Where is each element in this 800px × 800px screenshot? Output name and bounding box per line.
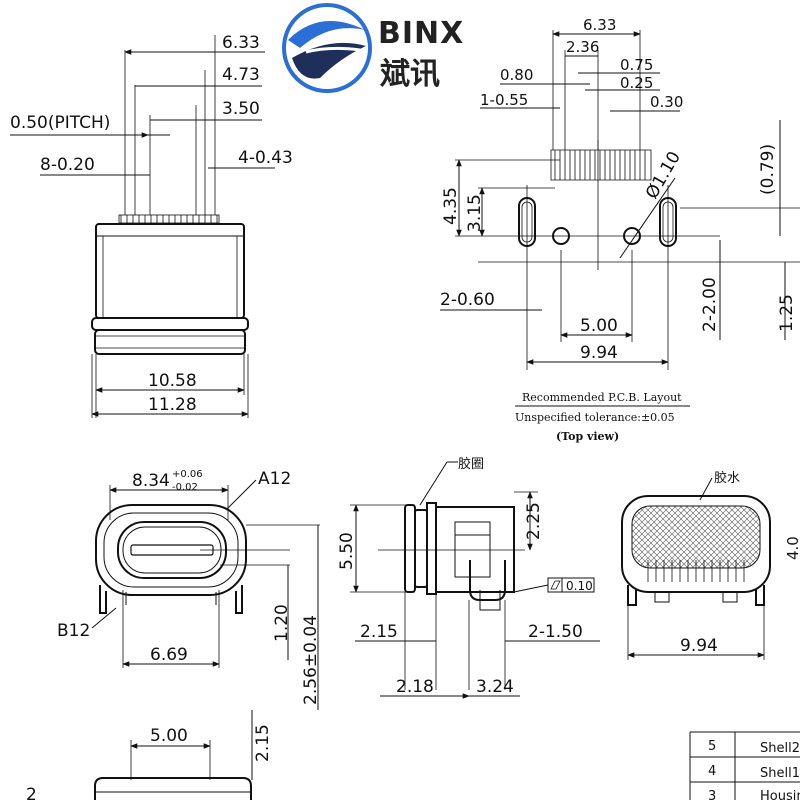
pcb-caption-view: (Top view) (556, 430, 619, 443)
dim-front-4-73: 4.73 (222, 65, 260, 85)
dim-side-5-50: 5.50 (337, 532, 357, 570)
binx-swoosh-logo-icon (282, 3, 372, 93)
bom-row: 3 Housin (708, 789, 800, 800)
dim-pcb-2-200: 2-2.00 (700, 277, 720, 332)
dim-front-pitch: 0.50(PITCH) (10, 113, 110, 133)
gasket-label: 胶圈 (458, 456, 484, 472)
rear-view: 胶水 9.94 4.0 (621, 470, 800, 660)
bottom-view: 5.00 2.15 2 (26, 710, 273, 800)
dim-end-2-56: 2.56±0.04 (301, 615, 321, 705)
end-view: 8.34 +0.06 -0.02 A12 B12 6.69 1.20 2.56±… (57, 469, 321, 710)
pcb-pad-row (550, 149, 652, 181)
dim-pcb-0-30: 0.30 (650, 93, 683, 111)
brand-name-cn: 斌讯 (380, 57, 440, 92)
flatness-tolerance: 0.10 (566, 579, 593, 593)
dim-pcb-9-94: 9.94 (580, 343, 618, 363)
dim-bottom-5-00: 5.00 (150, 726, 188, 746)
bottom-edge-mark: 2 (26, 785, 37, 800)
dim-side-2-150: 2-1.50 (528, 622, 583, 642)
dim-end-tol-plus: +0.06 (172, 469, 203, 480)
dim-side-2-25: 2.25 (524, 502, 544, 540)
bom-row: 5 Shell2 (708, 739, 800, 756)
dim-front-6-33: 6.33 (222, 33, 260, 53)
dim-front-4-043: 4-0.43 (238, 148, 293, 168)
pcb-caption-tolerance: Unspecified tolerance:±0.05 (515, 411, 675, 424)
dim-pcb-2-36: 2.36 (566, 38, 599, 56)
bom-table: 5 Shell2 4 Shell1 3 Housin (689, 731, 800, 800)
pin-label-b12: B12 (57, 621, 90, 641)
brand-logo: BINX 斌讯 (282, 3, 464, 93)
dim-side-3-24: 3.24 (476, 677, 514, 697)
dim-pcb-1-055: 1-0.55 (480, 91, 528, 109)
front-body (91, 223, 249, 355)
dim-front-10-58: 10.58 (148, 371, 197, 391)
dim-pcb-2-060: 2-0.60 (440, 290, 495, 310)
pcb-hole-left (552, 227, 570, 245)
dim-pcb-1-25: 1.25 (777, 294, 797, 332)
dim-pcb-0-75: 0.75 (620, 56, 653, 74)
dim-pcb-0-80: 0.80 (500, 66, 533, 84)
side-view: 胶圈 5.50 2.25 0.10 2.15 2-1.50 2.18 3. (337, 456, 600, 699)
dim-pcb-3-15: 3.15 (465, 194, 485, 232)
dim-end-width: 8.34 (132, 471, 170, 491)
front-view: 6.33 4.73 3.50 0.50(PITCH) 8-0.20 4-0.43 (10, 33, 293, 418)
dim-front-3-50: 3.50 (222, 99, 260, 119)
dim-end-6-69: 6.69 (150, 645, 188, 665)
dim-front-8-020: 8-0.20 (40, 155, 95, 175)
glue-label: 胶水 (714, 470, 740, 486)
bom-row: 4 Shell1 (708, 764, 800, 781)
bom-row-name: Housin (760, 789, 800, 800)
rear-potting (631, 505, 761, 569)
dim-side-2-15: 2.15 (360, 622, 398, 642)
pin-label-a12: A12 (258, 469, 291, 489)
bom-row-name: Shell1 (760, 766, 800, 781)
dim-end-tol-minus: -0.02 (172, 482, 198, 493)
dim-pcb-0-25: 0.25 (620, 74, 653, 92)
dim-pcb-0-79: (0.79) (758, 144, 778, 195)
svg-text:4.0: 4.0 (784, 536, 800, 560)
pcb-caption-title: Recommended P.C.B. Layout (522, 391, 682, 404)
bom-row-name: Shell2 (760, 741, 800, 756)
bom-row-no: 5 (708, 739, 716, 754)
dim-front-11-28: 11.28 (148, 395, 197, 415)
pcb-hole-right (623, 227, 641, 245)
bom-row-no: 3 (708, 789, 716, 800)
bom-row-no: 4 (708, 764, 716, 779)
side-housing (435, 506, 515, 593)
dim-end-1-20: 1.20 (272, 604, 292, 642)
dim-rear-9-94: 9.94 (680, 636, 718, 656)
dim-pcb-5-00: 5.00 (580, 316, 618, 336)
dim-pcb-4-35: 4.35 (441, 187, 461, 225)
brand-name: BINX (378, 16, 464, 51)
dim-pcb-6-33: 6.33 (583, 16, 616, 34)
rear-shell (621, 495, 771, 593)
dim-bottom-2-15: 2.15 (253, 724, 273, 762)
dim-side-2-18: 2.18 (396, 677, 434, 697)
pcb-layout: 6.33 2.36 0.80 0.75 0.25 1-0.55 0.30 4.3… (440, 16, 800, 443)
front-pins (118, 214, 220, 224)
